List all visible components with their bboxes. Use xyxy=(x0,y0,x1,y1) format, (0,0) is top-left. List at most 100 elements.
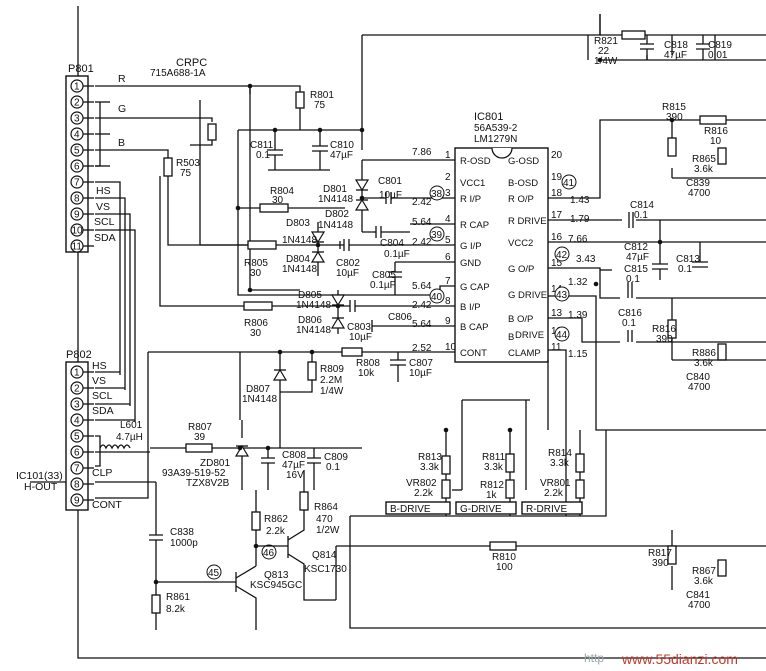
g-drive-label: G-DRIVE xyxy=(460,504,502,515)
svg-text:C813: C813 xyxy=(676,254,700,265)
svg-text:1000p: 1000p xyxy=(170,538,198,549)
svg-text:4700: 4700 xyxy=(688,382,711,393)
svg-text:1.32: 1.32 xyxy=(568,277,588,288)
ic-pin-3-number: 3 xyxy=(445,188,451,199)
ic-pin-4-name: R CAP xyxy=(460,220,489,231)
ic-pin-1-number: 1 xyxy=(445,150,451,161)
svg-text:ZD801: ZD801 xyxy=(200,458,230,469)
resistor-r865: R865 3.6k xyxy=(692,147,727,175)
capacitor-c840: C840 4700 xyxy=(686,372,711,393)
ic-pin-17-name: R DRIVE xyxy=(508,216,547,227)
capacitor-c813: C813 0.1 xyxy=(676,254,700,275)
resistor-r816b: R816 390 xyxy=(652,298,677,360)
svg-text:R805: R805 xyxy=(244,258,268,269)
svg-text:1N4148: 1N4148 xyxy=(318,220,353,231)
svg-text:R809: R809 xyxy=(320,364,344,375)
svg-text:C803: C803 xyxy=(347,322,371,333)
svg-text:10µF: 10µF xyxy=(379,190,402,201)
svg-text:Q814: Q814 xyxy=(312,550,337,561)
svg-text:30: 30 xyxy=(250,268,262,279)
svg-text:7.66: 7.66 xyxy=(568,234,588,245)
capacitor-c838: C838 1000p xyxy=(149,482,198,595)
p801-vs-label: VS xyxy=(96,201,110,213)
svg-text:3.3k: 3.3k xyxy=(484,462,504,473)
svg-text:C805: C805 xyxy=(372,270,396,281)
ic-pin-16-number: 16 xyxy=(551,232,563,243)
resistor-r503: R503 75 xyxy=(163,157,200,179)
svg-text:3.6k: 3.6k xyxy=(694,358,714,369)
svg-text:R808: R808 xyxy=(356,358,380,369)
signal-b-label: B xyxy=(118,137,125,149)
crpc-title: CRPC xyxy=(176,57,207,69)
diode-d807: D807 1N4148 xyxy=(242,352,288,405)
capacitor-c808: C808 47µF 16V xyxy=(261,448,306,490)
svg-text:0.1: 0.1 xyxy=(678,264,692,275)
ic-pin-6-number: 6 xyxy=(445,252,451,263)
p802-pin-label: 1 xyxy=(74,368,80,379)
svg-text:SCL: SCL xyxy=(92,390,113,402)
svg-text:46: 46 xyxy=(263,548,275,559)
svg-text:16V: 16V xyxy=(286,470,304,481)
svg-text:D802: D802 xyxy=(325,209,349,220)
ic-pin-5-name: G I/P xyxy=(460,241,482,252)
p802-ref: P802 xyxy=(66,349,92,361)
ic-pin-14-name: G DRIVE xyxy=(508,290,547,301)
svg-text:R807: R807 xyxy=(188,422,212,433)
svg-text:C812: C812 xyxy=(624,242,648,253)
svg-text:D805: D805 xyxy=(298,290,322,301)
svg-text:R867: R867 xyxy=(692,566,716,577)
ic-pin-19-number: 19 xyxy=(551,172,563,183)
svg-text:C810: C810 xyxy=(330,140,354,151)
svg-text:R862: R862 xyxy=(264,514,288,525)
svg-text:0.01: 0.01 xyxy=(708,50,728,61)
svg-text:1N4148: 1N4148 xyxy=(242,394,277,405)
inductor-l601: L601 4.7µH xyxy=(99,420,143,450)
ic-pin-8-name: B I/P xyxy=(460,302,481,313)
p802-lines: HS VS SCL SDA CLP CONT xyxy=(30,352,156,511)
svg-text:C840: C840 xyxy=(686,372,710,383)
ic-pin-11-number: 11 xyxy=(551,342,562,353)
capacitor-c809: C809 0.1 xyxy=(307,448,348,490)
svg-text:2.42: 2.42 xyxy=(412,197,432,208)
svg-text:R821: R821 xyxy=(594,36,618,47)
svg-text:3.43: 3.43 xyxy=(576,254,596,265)
capacitor-c803: C803 10µF xyxy=(338,300,455,343)
b-drive-label: B-DRIVE xyxy=(390,504,431,515)
resistor-r815: R815 390 xyxy=(662,102,686,157)
svg-text:75: 75 xyxy=(314,100,326,111)
svg-text:39: 39 xyxy=(431,230,443,241)
ic-pin-16-name: VCC2 xyxy=(508,238,533,249)
svg-text:1.15: 1.15 xyxy=(568,349,588,360)
svg-text:R810: R810 xyxy=(492,552,516,563)
svg-text:0.1: 0.1 xyxy=(326,462,340,473)
svg-text:30: 30 xyxy=(250,328,262,339)
ic-pin-11-name: CLAMP xyxy=(508,348,541,359)
hout-line2: H-OUT xyxy=(24,481,58,493)
capacitor-c841: C841 4700 xyxy=(686,590,711,611)
svg-text:VR802: VR802 xyxy=(406,478,437,489)
resistor-r886: R886 3.6k xyxy=(692,343,727,369)
resistor-r821: R821 22 1/4W xyxy=(594,30,646,67)
svg-text:2.2k: 2.2k xyxy=(544,488,564,499)
ic-pin-13-number: 13 xyxy=(551,308,563,319)
p801-pin-label: 4 xyxy=(74,130,80,141)
svg-text:5.64: 5.64 xyxy=(412,319,432,330)
ic-pin-10-name: CONT xyxy=(460,348,487,359)
resistor-r817: R817 390 xyxy=(648,530,677,590)
p801-pin-label: 8 xyxy=(74,194,80,205)
svg-text:R864: R864 xyxy=(314,502,338,513)
svg-text:www.55dianzi.com: www.55dianzi.com xyxy=(621,651,738,667)
transistor-q814: Q814 KSC1730 xyxy=(256,510,347,601)
svg-text:47µF: 47µF xyxy=(330,150,353,161)
ic-pin-9-name: B CAP xyxy=(460,322,489,333)
svg-text:R812: R812 xyxy=(480,480,504,491)
zener-zd801: ZD801 93A39-519-52 TZX8V2B xyxy=(162,420,250,490)
svg-text:C806: C806 xyxy=(388,312,412,323)
p801-ref: P801 xyxy=(68,63,94,75)
svg-text:3.3k: 3.3k xyxy=(550,458,570,469)
svg-text:1.39: 1.39 xyxy=(568,310,588,321)
svg-text:5.64: 5.64 xyxy=(412,281,432,292)
p801-pin-label: 7 xyxy=(74,178,80,189)
svg-text:22: 22 xyxy=(598,46,610,57)
